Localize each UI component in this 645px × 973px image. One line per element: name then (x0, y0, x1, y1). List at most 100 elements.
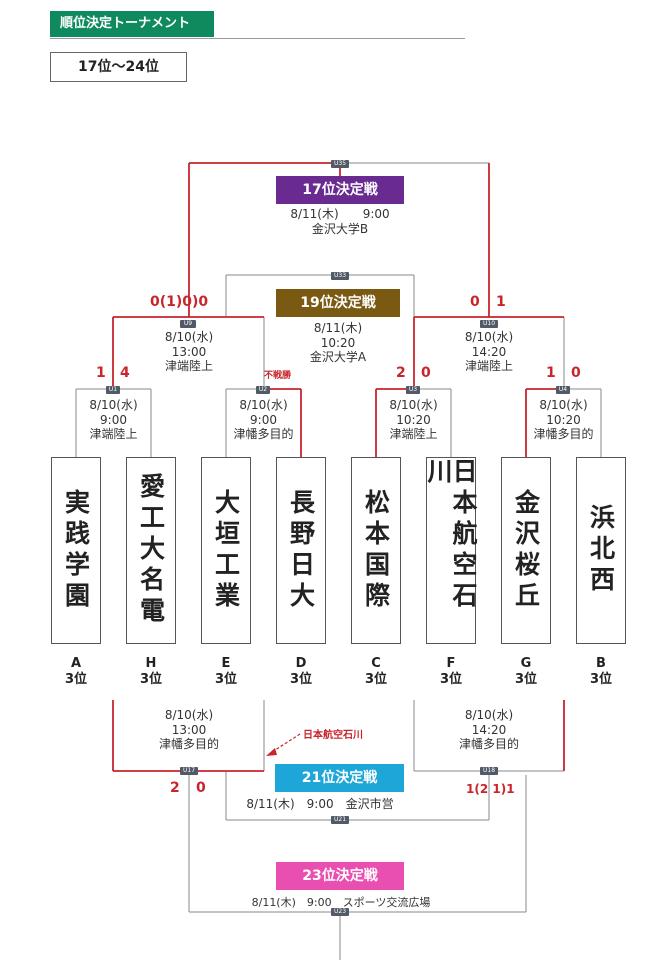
group-rank: 3位 (64, 672, 88, 687)
final-19th-info: 8/11(木) 10:20 金沢大学A (276, 321, 400, 365)
match-venue: 津幡多目的 (158, 737, 219, 751)
match-score: 0(1)0)0 (150, 294, 209, 310)
match-code: U2 (256, 386, 270, 394)
group-code: F (446, 656, 456, 671)
team-box-c: 松本国際 (351, 457, 401, 644)
match-time: 10:20 (396, 412, 431, 427)
r2-match-info-left: 8/10(水) 13:00 津端陸上 (140, 330, 238, 374)
match-time: 10:20 (320, 335, 356, 350)
match-date: 8/11(木) (313, 321, 363, 335)
team-name: 浜北西 (586, 504, 616, 597)
team-box-g: 金沢桜丘 (501, 457, 551, 644)
final-21st-title: 21位決定戦 (275, 764, 404, 792)
team-box-a: 実践学園 (51, 457, 101, 644)
match-score: 0 (421, 365, 431, 381)
match-code: U1 (106, 386, 120, 394)
match-venue: 津幡多目的 (458, 737, 519, 751)
final-23rd-info: 8/11(木) 9:00 スポーツ交流広場 (251, 896, 431, 909)
match-code: U3 (406, 386, 420, 394)
match-score: 0 (470, 294, 480, 310)
match-score: 0 (571, 365, 581, 381)
match-score: 1 (546, 365, 556, 381)
group-code: D (295, 656, 307, 671)
match-venue: 津端陸上 (464, 359, 513, 373)
team-box-h: 愛工大名電 (126, 457, 176, 644)
match-venue: 津端陸上 (89, 427, 138, 441)
lower-match-info-right: 8/10(水) 14:20 津幡多目的 (440, 708, 538, 752)
team-name: 金沢桜丘 (511, 488, 541, 613)
match-code: U21 (331, 816, 349, 824)
match-venue: 津端陸上 (389, 427, 438, 441)
walkover-label: 不戦勝 (264, 371, 292, 381)
match-venue: 金沢大学B (311, 221, 369, 236)
group-rank: 3位 (214, 672, 238, 687)
group-code: E (221, 656, 231, 671)
match-venue: 津幡多目的 (233, 427, 294, 441)
match-score: 1 (96, 365, 106, 381)
match-date: 8/10(水) (539, 398, 588, 412)
team-box-d: 長野日大 (276, 457, 326, 644)
group-code: B (596, 656, 606, 671)
final-19th-title: 19位決定戦 (276, 289, 400, 317)
match-code: U17 (180, 767, 198, 775)
section-title: 順位決定トーナメント (50, 11, 214, 37)
match-date: 8/10(水) (464, 330, 514, 344)
r1-match-info: 8/10(水) 9:00 津幡多目的 (220, 398, 307, 442)
match-score: 2 (170, 780, 180, 796)
rank-range-label: 17位〜24位 (50, 52, 187, 82)
group-rank: 3位 (439, 672, 463, 687)
team-name: 実践学園 (61, 488, 91, 613)
team-name: 日本航空石川 (424, 458, 478, 613)
final-17th-info: 8/11(木) 9:00 金沢大学B (256, 207, 424, 236)
match-time: 9:00 (250, 412, 277, 427)
match-score: 4 (120, 365, 130, 381)
group-code: C (371, 656, 381, 671)
match-time: 14:20 (471, 344, 507, 359)
group-code: H (145, 656, 157, 671)
annotation-label: 日本航空石川 (303, 730, 363, 741)
match-code: U35 (331, 160, 349, 168)
group-rank: 3位 (364, 672, 388, 687)
group-code: G (520, 656, 532, 671)
match-score: 2 (396, 365, 406, 381)
match-date: 8/10(水) (464, 708, 514, 722)
group-rank: 3位 (139, 672, 163, 687)
match-code: U23 (331, 908, 349, 916)
match-time: 13:00 (171, 722, 207, 737)
team-name: 松本国際 (361, 488, 391, 613)
match-date: 8/10(水) (164, 708, 214, 722)
final-23rd-title: 23位決定戦 (276, 862, 404, 890)
gray-lines (150, 162, 602, 960)
team-box-e: 大垣工業 (201, 457, 251, 644)
team-name: 長野日大 (286, 488, 316, 613)
match-venue: 津幡多目的 (533, 427, 594, 441)
group-rank: 3位 (589, 672, 613, 687)
match-date: 8/10(水) (389, 398, 438, 412)
group-rank: 3位 (289, 672, 313, 687)
match-code: U9 (180, 320, 196, 328)
match-time: 13:00 (171, 344, 207, 359)
group-rank: 3位 (514, 672, 538, 687)
match-code: U4 (556, 386, 570, 394)
r1-match-info: 8/10(水) 9:00 津端陸上 (76, 398, 151, 442)
final-21st-info: 8/11(木) 9:00 金沢市営 (246, 797, 394, 811)
match-date: 8/11(木) (290, 207, 339, 221)
match-date: 8/10(水) (164, 330, 214, 344)
group-code: A (70, 656, 82, 671)
team-name: 愛工大名電 (136, 473, 166, 628)
match-score: 0 (196, 780, 206, 796)
match-time: 14:20 (471, 722, 507, 737)
match-date: 8/10(水) (89, 398, 138, 412)
match-venue: 金沢大学A (309, 350, 367, 364)
team-box-b: 浜北西 (576, 457, 626, 644)
match-code: U18 (480, 767, 498, 775)
lower-match-info-left: 8/10(水) 13:00 津幡多目的 (140, 708, 238, 752)
r2-match-info-right: 8/10(水) 14:20 津端陸上 (440, 330, 538, 374)
